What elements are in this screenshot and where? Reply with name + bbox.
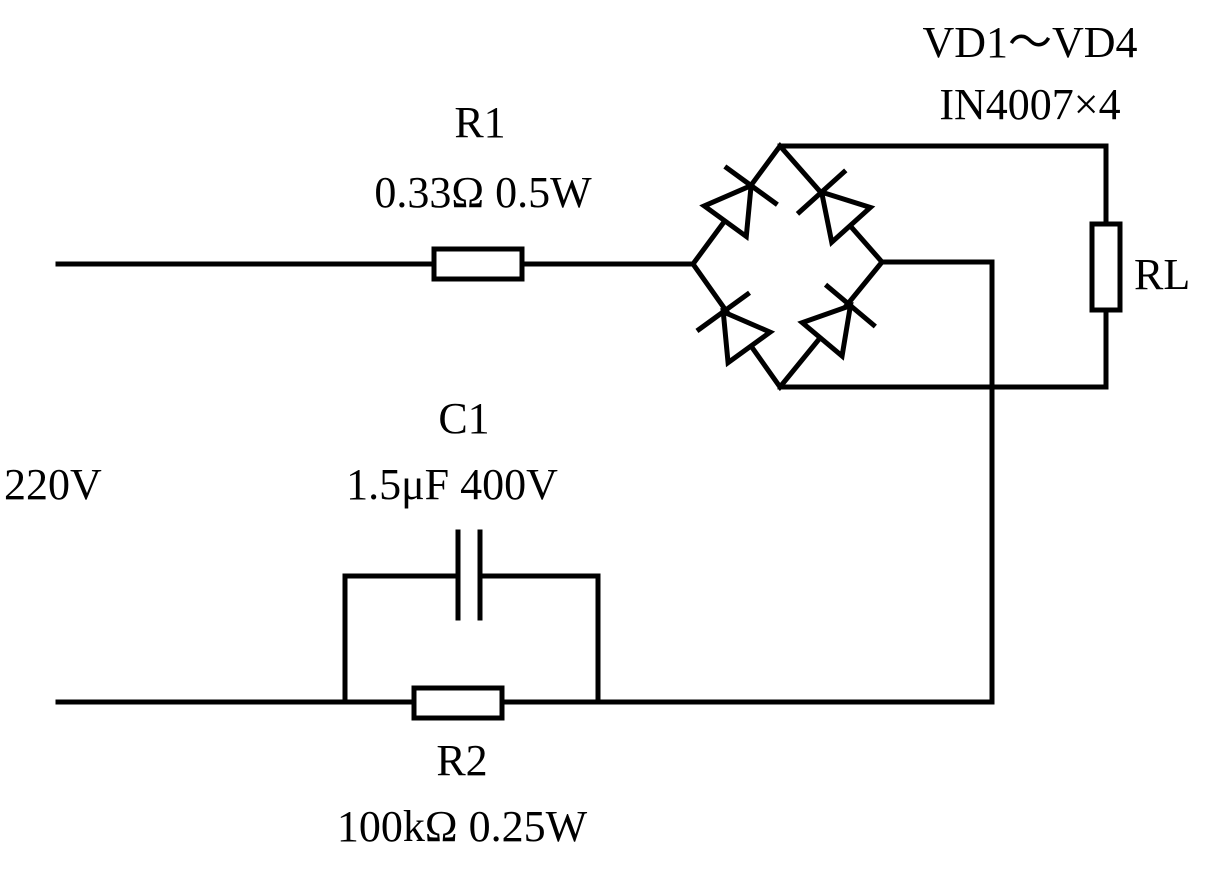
bridge-value-label: IN4007×4	[939, 80, 1121, 129]
bridge-rectifier-frame	[689, 142, 886, 392]
r2-name-label: R2	[436, 736, 488, 785]
c1-value-label: 1.5μF 400V	[346, 460, 558, 509]
r1-name-label: R1	[454, 98, 506, 147]
resistor-r1-symbol	[431, 246, 525, 282]
return-wire	[595, 259, 995, 705]
diode-vd1-symbol	[699, 164, 779, 242]
r1-value-label: 0.33Ω 0.5W	[374, 168, 592, 217]
load-wire-top	[777, 143, 1109, 227]
c1-branch-right	[477, 573, 601, 705]
bridge-name-label: VD1～VD4	[922, 18, 1138, 67]
load-resistor-rl-symbol	[1089, 221, 1123, 313]
diode-vd2-symbol	[795, 168, 876, 248]
load-wire-bottom	[777, 307, 1109, 390]
source-voltage-label: 220V	[4, 460, 102, 509]
c1-name-label: C1	[438, 394, 490, 443]
resistor-r2-symbol	[411, 685, 505, 721]
diode-vd4-symbol	[797, 282, 877, 361]
diode-vd3-symbol	[695, 290, 776, 368]
r2-value-label: 100kΩ 0.25W	[336, 802, 588, 851]
c1-branch-left	[342, 573, 461, 705]
rl-name-label: RL	[1134, 250, 1191, 299]
